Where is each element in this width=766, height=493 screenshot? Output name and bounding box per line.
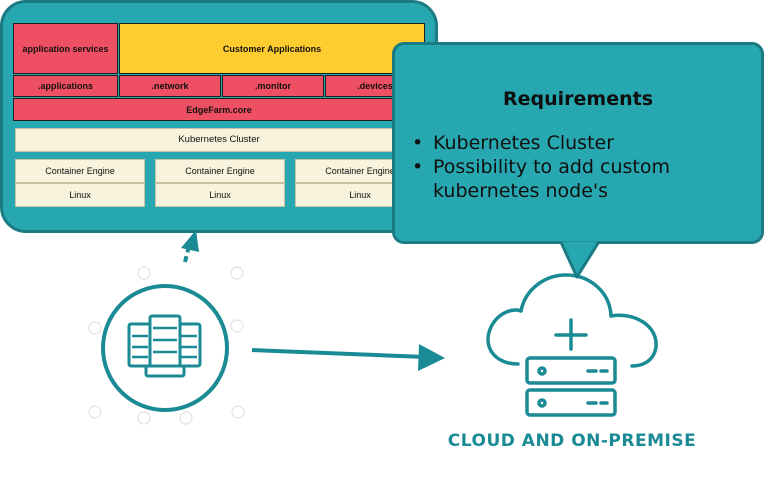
container-engine-block: Container Engine: [155, 159, 285, 183]
module-label: .applications: [37, 81, 93, 91]
container-engine-label: Container Engine: [185, 166, 255, 176]
linux-label: Linux: [209, 190, 231, 200]
module-applications: .applications: [13, 75, 118, 97]
linux-label: Linux: [349, 190, 371, 200]
module-label: .monitor: [255, 81, 291, 91]
requirement-item: Kubernetes Cluster: [410, 131, 683, 155]
module-label: .devices: [357, 81, 393, 91]
arrow-right-icon: [251, 344, 445, 371]
container-engine-block: Container Engine: [15, 159, 145, 183]
linux-block: Linux: [15, 183, 145, 207]
requirement-item: Possibility to add custom kubernetes nod…: [410, 155, 683, 203]
edgefarm-stack-panel: application services Customer Applicatio…: [0, 0, 438, 233]
requirements-list: Kubernetes Cluster Possibility to add cu…: [410, 131, 683, 203]
cloud-server-icon: [486, 273, 658, 417]
kubernetes-cluster-block: Kubernetes Cluster: [15, 128, 423, 152]
module-monitor: .monitor: [222, 75, 324, 97]
linux-label: Linux: [69, 190, 91, 200]
customer-applications-label: Customer Applications: [222, 43, 322, 54]
application-services-block: application services: [13, 23, 118, 74]
application-services-label: application services: [22, 43, 109, 54]
module-network: .network: [119, 75, 221, 97]
container-engine-label: Container Engine: [325, 166, 395, 176]
container-engine-label: Container Engine: [45, 166, 115, 176]
cloud-caption: CLOUD AND ON-PREMISE: [447, 431, 697, 451]
edgefarm-core-label: EdgeFarm.core: [186, 104, 252, 115]
arrow-up-icon: [181, 230, 199, 263]
background-watermark-icons: [88, 266, 245, 425]
kubernetes-cluster-label: Kubernetes Cluster: [178, 134, 260, 145]
linux-block: Linux: [155, 183, 285, 207]
module-label: .network: [151, 81, 189, 91]
server-rack-icon: [101, 284, 229, 412]
requirements-title: Requirements: [502, 88, 653, 110]
